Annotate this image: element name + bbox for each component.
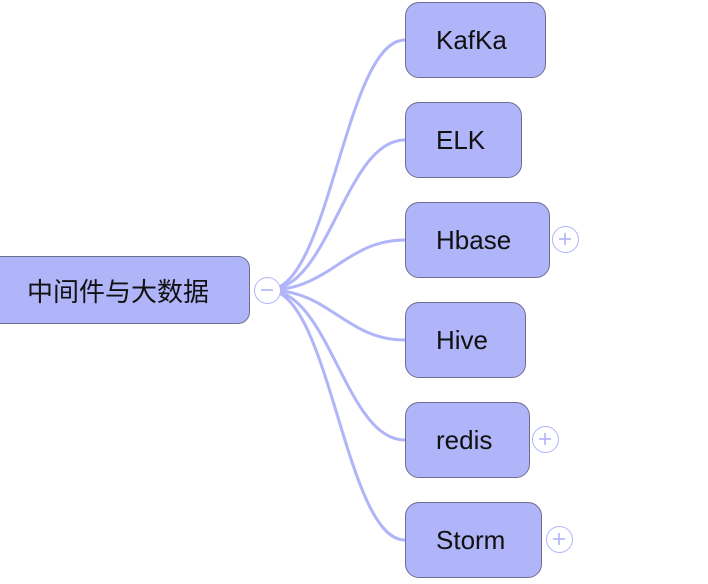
expand-toggle-storm[interactable]: [546, 526, 573, 553]
child-node-label: Hbase: [436, 224, 512, 255]
child-node-elk[interactable]: ELK: [405, 102, 522, 178]
connector-kafka: [267, 38, 406, 292]
expand-toggle-hbase[interactable]: [552, 226, 579, 253]
child-node-redis[interactable]: redis: [405, 402, 530, 478]
connector-elk: [267, 138, 406, 292]
expand-toggle-redis[interactable]: [532, 426, 559, 453]
minus-circle-icon: [261, 289, 273, 291]
child-node-hive[interactable]: Hive: [405, 302, 526, 378]
plus-circle-icon: [539, 433, 551, 445]
root-node[interactable]: 中间件与大数据: [0, 256, 250, 324]
child-node-hbase[interactable]: Hbase: [405, 202, 550, 278]
child-node-storm[interactable]: Storm: [405, 502, 542, 578]
collapse-toggle-root[interactable]: [254, 277, 281, 304]
child-node-label: Hive: [436, 324, 489, 355]
child-node-label: redis: [436, 424, 493, 455]
root-node-label: 中间件与大数据: [27, 276, 210, 307]
connector-hive: [267, 288, 406, 342]
connector-redis: [267, 288, 406, 442]
connector-hbase: [267, 238, 406, 292]
child-node-label: ELK: [436, 124, 486, 155]
child-node-kafka[interactable]: KafKa: [405, 2, 546, 78]
child-node-label: Storm: [436, 524, 506, 555]
connector-storm: [267, 288, 406, 542]
plus-circle-icon: [559, 233, 571, 245]
child-node-label: KafKa: [436, 24, 507, 55]
plus-circle-icon: [553, 533, 565, 545]
